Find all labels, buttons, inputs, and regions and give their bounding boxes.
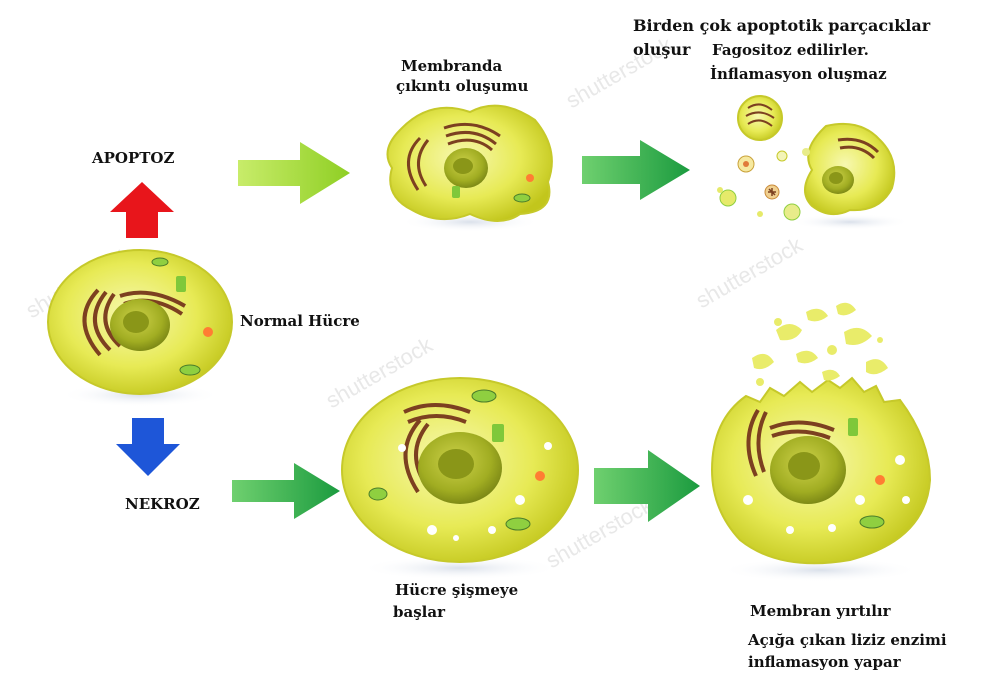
arrow-to-rupture [594,450,700,522]
label-fragments-1: Birden çok apoptotik parçacıklar [633,16,930,36]
apoptotic-bodies [717,96,910,230]
arrow-to-blebbing [238,142,350,204]
label-rupture: Membran yırtılır [750,601,891,621]
label-phagocytosis-2: İnflamasyon oluşmaz [710,64,887,84]
label-blebbing-1: Membranda [401,56,502,76]
label-normal-cell: Normal Hücre [240,311,360,331]
label-enzyme-2: inflamasyon yapar [748,652,901,672]
label-swelling-2: başlar [393,602,445,622]
label-swelling-1: Hücre şişmeye [395,580,518,600]
label-blebbing-2: çıkıntı oluşumu [396,76,528,96]
label-enzyme-1: Açığa çıkan liziz enzimi [748,630,947,650]
arrow-to-swelling [232,463,340,519]
swollen-cell [342,378,578,580]
normal-cell [48,250,232,407]
nekroz-arrow [116,418,180,476]
label-fragments-2: oluşur [633,40,690,60]
label-phagocytosis-1: Fagositoz edilirler. [712,40,869,60]
label-nekroz: NEKROZ [125,494,200,514]
apoptoz-arrow [110,182,174,238]
arrow-to-fragments [582,140,690,200]
label-apoptoz: APOPTOZ [92,148,174,168]
blebbing-cell [388,106,552,232]
ruptured-cell [712,303,930,582]
